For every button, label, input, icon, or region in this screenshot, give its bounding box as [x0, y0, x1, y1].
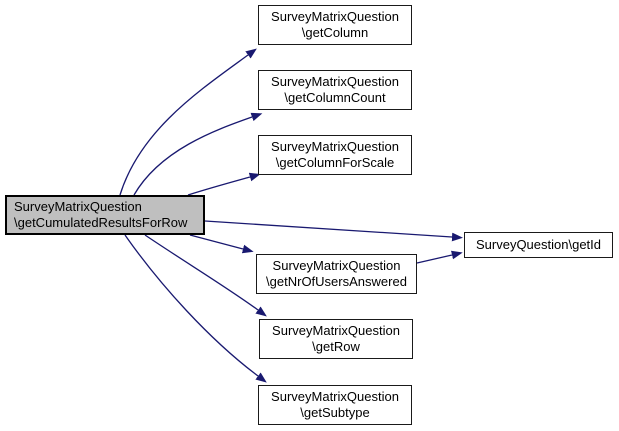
node-getRow[interactable]: SurveyMatrixQuestion \getRow — [259, 319, 413, 359]
node-class-label: SurveyMatrixQuestion — [272, 323, 400, 338]
node-method-label: \getSubtype — [300, 405, 370, 420]
node-class-label: SurveyMatrixQuestion — [271, 74, 399, 89]
node-getCumulatedResultsForRow: SurveyMatrixQuestion \getCumulatedResult… — [5, 195, 205, 235]
edge-main-to-getSubtype — [124, 234, 267, 383]
node-getColumn[interactable]: SurveyMatrixQuestion \getColumn — [258, 5, 412, 45]
node-class-label: SurveyMatrixQuestion — [271, 9, 399, 24]
node-class-label: SurveyMatrixQuestion — [271, 389, 399, 404]
node-getNrOfUsersAnswered[interactable]: SurveyMatrixQuestion \getNrOfUsersAnswer… — [256, 254, 417, 294]
edge-main-to-getId — [204, 220, 463, 242]
node-class-label: SurveyMatrixQuestion — [272, 258, 401, 273]
node-label: SurveyQuestion\getId — [475, 237, 602, 252]
node-method-label: \getCumulatedResultsForRow — [14, 215, 188, 230]
node-method-label: \getColumnForScale — [275, 155, 395, 170]
node-getSubtype[interactable]: SurveyMatrixQuestion \getSubtype — [258, 385, 412, 425]
edge-main-to-getColumnForScale — [187, 172, 261, 196]
edge-main-to-getColumnCount — [133, 112, 263, 196]
edge-main-to-getNrOfUsersAnswered — [189, 234, 254, 254]
node-method-label: \getColumnCount — [284, 90, 386, 105]
node-method-label: \getColumn — [301, 25, 369, 40]
node-class-label: SurveyMatrixQuestion — [14, 199, 142, 214]
node-class-label: SurveyMatrixQuestion — [271, 139, 399, 154]
node-getColumnForScale[interactable]: SurveyMatrixQuestion \getColumnForScale — [258, 135, 412, 175]
node-method-label: \getNrOfUsersAnswered — [266, 274, 407, 289]
node-method-label: \getRow — [312, 339, 360, 354]
node-getColumnCount[interactable]: SurveyMatrixQuestion \getColumnCount — [258, 70, 412, 110]
node-getId[interactable]: SurveyQuestion\getId — [464, 232, 613, 258]
edge-main-to-getColumn — [119, 48, 257, 196]
edge-getNrOfUsersAnswered-to-getId — [416, 250, 463, 264]
edge-main-to-getRow — [144, 234, 267, 317]
